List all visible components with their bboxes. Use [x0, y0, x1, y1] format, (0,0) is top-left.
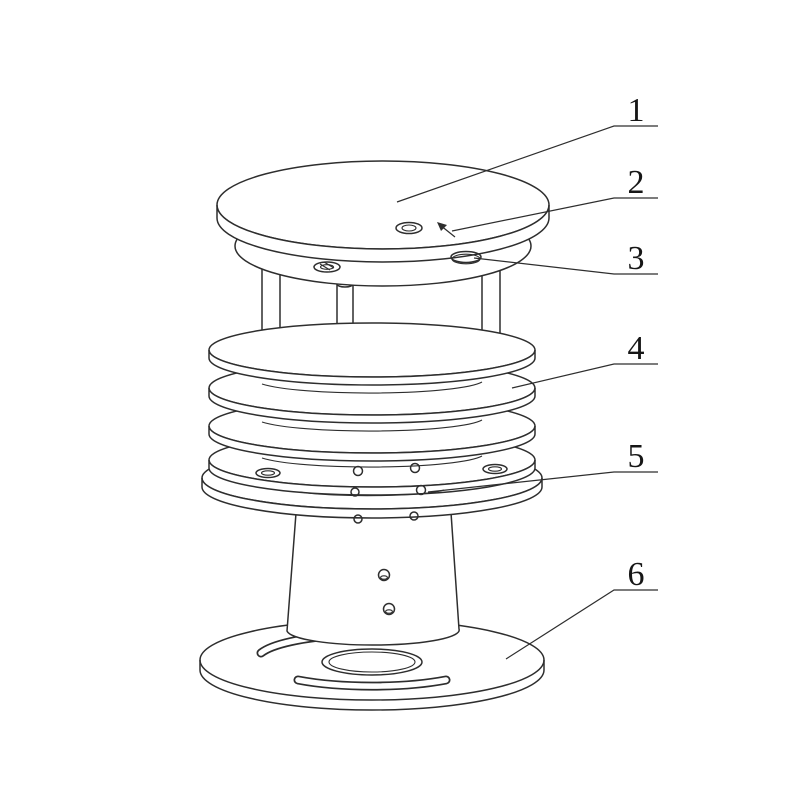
callout-5-label: 5 — [628, 438, 645, 475]
base-plate-center-hole — [321, 648, 423, 676]
shield-bottom-plate-rim — [201, 477, 543, 519]
leader-line-6 — [505, 589, 658, 660]
louver-4-rim — [208, 459, 536, 496]
callout-numbers: 1 2 3 4 5 6 — [628, 92, 645, 593]
screw-fitting-inner — [319, 264, 335, 270]
callout-6-label: 6 — [628, 556, 645, 593]
callout-4-label: 4 — [628, 330, 645, 367]
callout-1-label: 1 — [628, 92, 645, 129]
screw-fitting-hatch — [319, 261, 335, 271]
gap-arc-4 — [299, 489, 445, 497]
cone-outline — [286, 497, 460, 646]
leader-line-4 — [511, 363, 658, 389]
plate-screw-hole-left-inner — [260, 470, 276, 476]
vent-hole-r2-right — [415, 484, 427, 496]
screw-fitting-outer — [313, 261, 341, 273]
top-cap-rim — [216, 204, 550, 263]
plate-screw-hole-left — [255, 467, 281, 479]
wind-sensor-outer — [395, 221, 423, 235]
radiation-shield-stack — [208, 243, 536, 497]
louver-gap-arcs — [261, 381, 483, 497]
vent-hole-r1-right — [409, 462, 421, 474]
plate-screw-hole-right-inner — [487, 466, 503, 472]
callout-3-label: 3 — [628, 240, 645, 277]
wind-sensor — [395, 221, 456, 238]
wind-sensor-inner — [401, 224, 417, 232]
cone-body — [286, 497, 460, 646]
cone-hole-lower — [382, 602, 396, 616]
vent-hole-r2-left — [350, 487, 360, 497]
vent-hole-r3-left — [353, 514, 363, 524]
vent-hole-r3-right — [409, 511, 419, 521]
cone-hole-mid-inner — [380, 575, 388, 580]
north-arrow-head — [437, 222, 447, 231]
mounting-slot-bottom-hole — [295, 677, 449, 689]
gap-arc-2 — [261, 419, 483, 432]
base-plate — [199, 619, 545, 711]
louver-3-rim — [208, 425, 536, 462]
top-assembly — [216, 160, 550, 287]
callout-2-label: 2 — [628, 164, 645, 201]
louver-2-rim — [208, 387, 536, 424]
louver-1 — [208, 322, 536, 386]
cone-hole-mid — [377, 568, 391, 582]
screw-fitting — [313, 261, 341, 273]
sensor-holes — [255, 462, 508, 524]
cone-hole-lower-inner — [385, 609, 393, 614]
base-plate-rim — [199, 660, 545, 711]
gap-arc-3 — [261, 455, 483, 468]
callout-leaders — [396, 125, 658, 660]
gap-arc-1 — [261, 381, 483, 394]
leader-line-2 — [451, 197, 658, 232]
cable-hole-outer — [450, 250, 482, 264]
louver-1-rim — [208, 349, 536, 386]
leader-line-1 — [396, 125, 658, 203]
leader-line-3 — [473, 257, 658, 275]
plate-screw-hole-right — [482, 463, 508, 475]
vent-hole-r1-left — [352, 465, 364, 477]
base-plate-center-hole-inner — [328, 651, 416, 673]
leader-line-5 — [427, 471, 658, 493]
